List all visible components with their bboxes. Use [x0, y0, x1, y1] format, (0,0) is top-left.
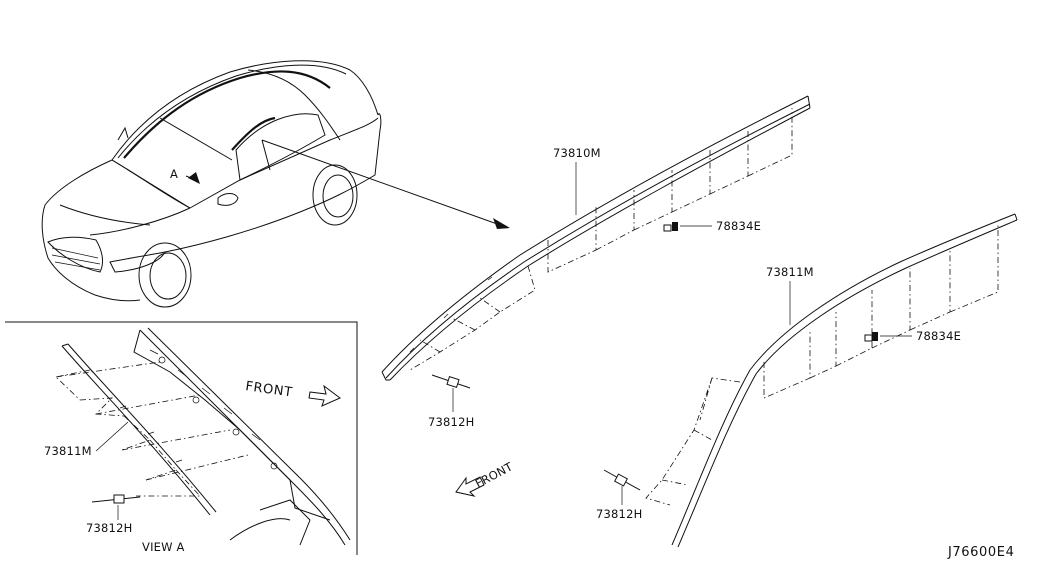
front-label-view: FRONT	[244, 379, 293, 400]
front-arrow-main	[455, 476, 485, 497]
diagram-code: J76600E4	[947, 545, 1014, 560]
front-arrow-view	[308, 384, 341, 407]
label-73811m-main: 73811M	[766, 265, 814, 279]
clip-73812h-main-left	[431, 374, 471, 389]
label-78834e-lower: 78834E	[916, 329, 961, 343]
roof-molding-73811m	[645, 213, 1018, 548]
label-73810m: 73810M	[553, 146, 601, 160]
label-73811m-view: 73811M	[44, 444, 92, 458]
view-a-title: VIEW A	[142, 540, 185, 554]
label-73812h-main-right: 73812H	[596, 507, 642, 521]
view-a-inset	[5, 321, 358, 555]
clip-78834e-lower	[864, 332, 878, 342]
clip-78834e-upper	[663, 222, 678, 232]
front-label-main: FRONT	[473, 459, 516, 491]
roof-molding-73810m	[381, 95, 811, 381]
car-illustration	[41, 60, 382, 308]
label-78834e-upper: 78834E	[716, 219, 761, 233]
view-a-marker: A	[170, 167, 178, 181]
label-73812h-main-left: 73812H	[428, 415, 474, 429]
label-73812h-view: 73812H	[86, 521, 132, 535]
clip-73812h-main-right	[603, 469, 641, 491]
